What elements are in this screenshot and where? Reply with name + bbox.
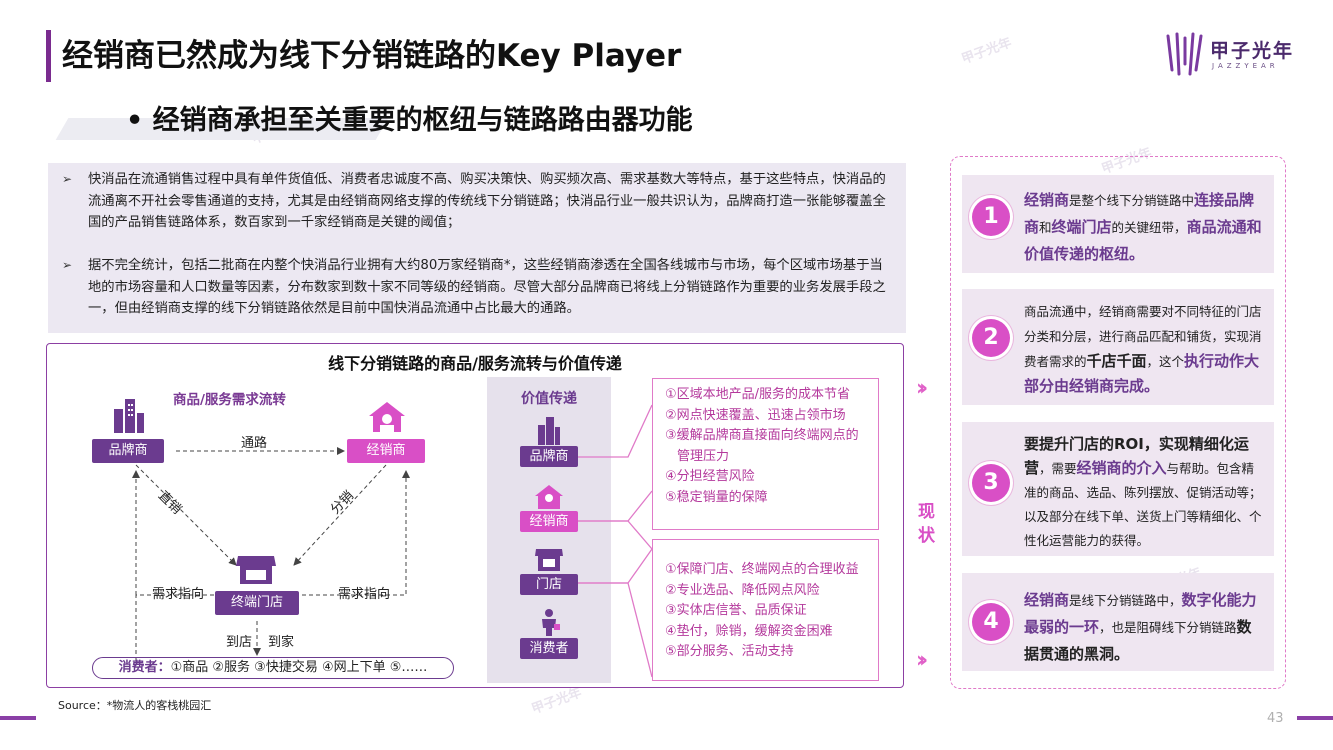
logo-icon [1166,32,1203,76]
logo-text: 甲子光年 [1210,40,1295,62]
value-role-consumer: 消费者 [520,638,578,659]
building-icon [538,417,560,445]
dealer-house-icon [535,485,563,509]
value-item: ⑤部分服务、活动支持 [665,644,794,659]
dealer-house-icon [369,402,405,432]
watermark: 甲子光年 [959,35,1014,68]
dealer-node: 经销商 [347,439,425,463]
page-number: 43 [1267,711,1284,726]
card-text-span: 经销商 [1024,191,1070,209]
consumer-label: 消费者： [118,660,171,675]
card-text-span: 数字化能力最弱的一环 [1024,591,1257,636]
chevron-right-icon: ›› [916,648,928,673]
flow-arrows [132,447,410,662]
value-item: ⑤稳定销量的保障 [665,489,768,505]
insight-card-3: 3 要提升门店的ROI，实现精细化运营，需要经销商的介入与帮助。包含精准的商品、… [962,422,1274,556]
card-text-span: 与帮助。包含精准的商品、选品、陈列摆放、促销活动等；以及部分在线下单、送货上门等… [1024,461,1262,548]
page-subtitle: • 经销商承担至关重要的枢纽与链路路由器功能 [126,98,693,137]
consumer-needs-bar: 消费者：①商品 ②服务 ③快捷交易 ④网上下单 ⑤…… [92,657,454,679]
card-text-span: 连接品牌商 [1024,191,1255,236]
value-item: ②网点快速覆盖、迅速占领市场 [665,407,846,423]
bullet-marker-icon: ➢ [62,258,73,272]
store-node: 终端门店 [215,591,299,615]
page-title: 经销商已然成为线下分销链路的Key Player [62,38,682,74]
edge-label-demand-left: 需求指向 [152,587,205,602]
value-item: ①区域本地产品/服务的成本节省 [665,387,851,402]
card-text-span: 经销商的介入 [1076,459,1167,477]
store-icon [535,549,563,571]
edge-label-channel: 通路 [241,436,268,451]
value-heading: 价值传递 [521,391,577,407]
value-item: ①保障门店、终端网点的合理收益 [665,562,859,577]
value-item: ④垫付，赊销，缓解资金困难 [665,623,833,639]
diagram-title: 线下分销链路的商品/服务流转与价值传递 [328,354,622,373]
consumer-needs: ①商品 ②服务 ③快捷交易 ④网上下单 ⑤…… [170,660,428,675]
edge-label-to-store: 到店 [226,635,253,650]
value-role-brand: 品牌商 [520,446,578,467]
logo-subtext: JAZZYEAR [1212,62,1279,70]
card-text-span: 数据贯通的黑洞。 [1024,618,1252,663]
card-text-span: 执行动作大部分由经销商完成。 [1024,352,1260,395]
number-badge: 3 [972,464,1010,502]
card-text: 经销商是线下分销链路中，数字化能力最弱的一环，也是阻碍线下分销链路数据贯通的黑洞… [1024,587,1264,667]
bullet-text: 据不完全统计，包括二批商在内整个快消品行业拥有大约80万家经销商*，这些经销商渗… [88,258,886,316]
bullet-item: ➢ 据不完全统计，包括二批商在内整个快消品行业拥有大约80万家经销商*，这些经销… [62,255,892,320]
number-badge: 1 [972,198,1010,236]
card-text-span: ，也是阻碍线下分销链路 [1099,620,1237,635]
edge-label-demand-right: 需求指向 [338,587,391,602]
brand-node: 品牌商 [92,439,164,463]
bullet-marker-icon: ➢ [62,172,73,186]
insight-card-1: 1 经销商是整个线下分销链路中连接品牌商和终端门店的关键纽带，商品流通和价值传递… [962,175,1274,273]
building-icon [114,399,144,433]
edge-label-to-home: 到家 [268,635,295,650]
value-role-store: 门店 [520,574,578,595]
title-accent-bar [46,30,51,82]
card-text-span: 的关键纽带， [1111,220,1187,235]
bottom-accent-bar [1297,716,1333,720]
card-text-span: 商品流通和价值传递的枢纽。 [1024,218,1262,263]
insight-card-2: 2 商品流通中，经销商需要对不同特征的门店分类和分层，进行商品匹配和铺货，实现消… [962,289,1274,405]
subtitle-bullet: • [126,105,144,136]
card-text: 要提升门店的ROI，实现精细化运营，需要经销商的介入与帮助。包含精准的商品、选品… [1024,432,1264,552]
consumer-person-icon [542,609,560,636]
value-item: ④分担经营风险 [665,469,755,484]
value-box-dealer-to-store: ①保障门店、终端网点的合理收益 ②专业选品、降低网点风险 ③实体店信誉、品质保证… [652,539,879,681]
value-connectors [578,404,653,678]
bullet-text: 快消品在流通销售过程中具有单件货值低、消费者忠诚度不高、购买决策快、购买频次高、… [88,172,886,230]
value-item: 管理压力 [677,448,730,464]
bullet-list: ➢ 快消品在流通销售过程中具有单件货值低、消费者忠诚度不高、购买决策快、购买频次… [48,163,906,333]
value-box-dealer-to-brand: ①区域本地产品/服务的成本节省 ②网点快速覆盖、迅速占领市场 ③缓解品牌商直接面… [652,378,879,530]
card-text-span: 经销商 [1024,591,1070,609]
card-text-span: ，这个 [1146,354,1185,369]
card-text: 商品流通中，经销商需要对不同特征的门店分类和分层，进行商品匹配和铺货，实现消费者… [1024,299,1264,398]
flow-title: 商品/服务需求流转 [173,392,286,408]
number-badge: 2 [972,319,1010,357]
value-item: ③缓解品牌商直接面向终端网点的 [665,428,859,443]
card-text-span: ，需要 [1039,461,1077,476]
bullet-item: ➢ 快消品在流通销售过程中具有单件货值低、消费者忠诚度不高、购买决策快、购买频次… [62,169,892,234]
number-badge: 4 [972,603,1010,641]
bottom-accent-bar [0,716,36,720]
status-label: 现状 [918,502,935,546]
card-text-span: 千店千面 [1086,352,1147,370]
card-text-span: 终端门店 [1051,218,1112,236]
value-item: ③实体店信誉、品质保证 [665,603,807,618]
card-text-span: 要提升门店的ROI，实现精细化运营 [1024,435,1249,477]
card-text-span: 和 [1039,220,1052,235]
card-text: 经销商是整个线下分销链路中连接品牌商和终端门店的关键纽带，商品流通和价值传递的枢… [1024,187,1264,267]
diagram-frame [46,343,904,688]
value-item: ②专业选品、降低网点风险 [665,582,820,598]
value-role-dealer: 经销商 [520,511,578,532]
chevron-right-icon: ›› [916,376,928,401]
insight-card-4: 4 经销商是线下分销链路中，数字化能力最弱的一环，也是阻碍线下分销链路数据贯通的… [962,573,1274,671]
right-panel-frame [950,156,1286,689]
subtitle-text: 经销商承担至关重要的枢纽与链路路由器功能 [152,105,693,136]
card-text-span: 商品流通中，经销商需要对不同特征的门店分类和分层，进行商品匹配和铺货，实现消费者… [1024,304,1262,369]
card-text-span: 是整个线下分销链路中 [1069,193,1195,208]
store-icon [236,556,276,584]
card-text-span: 是线下分销链路中， [1069,593,1182,608]
source-note: Source：*物流人的客栈桃园汇 [58,699,212,712]
